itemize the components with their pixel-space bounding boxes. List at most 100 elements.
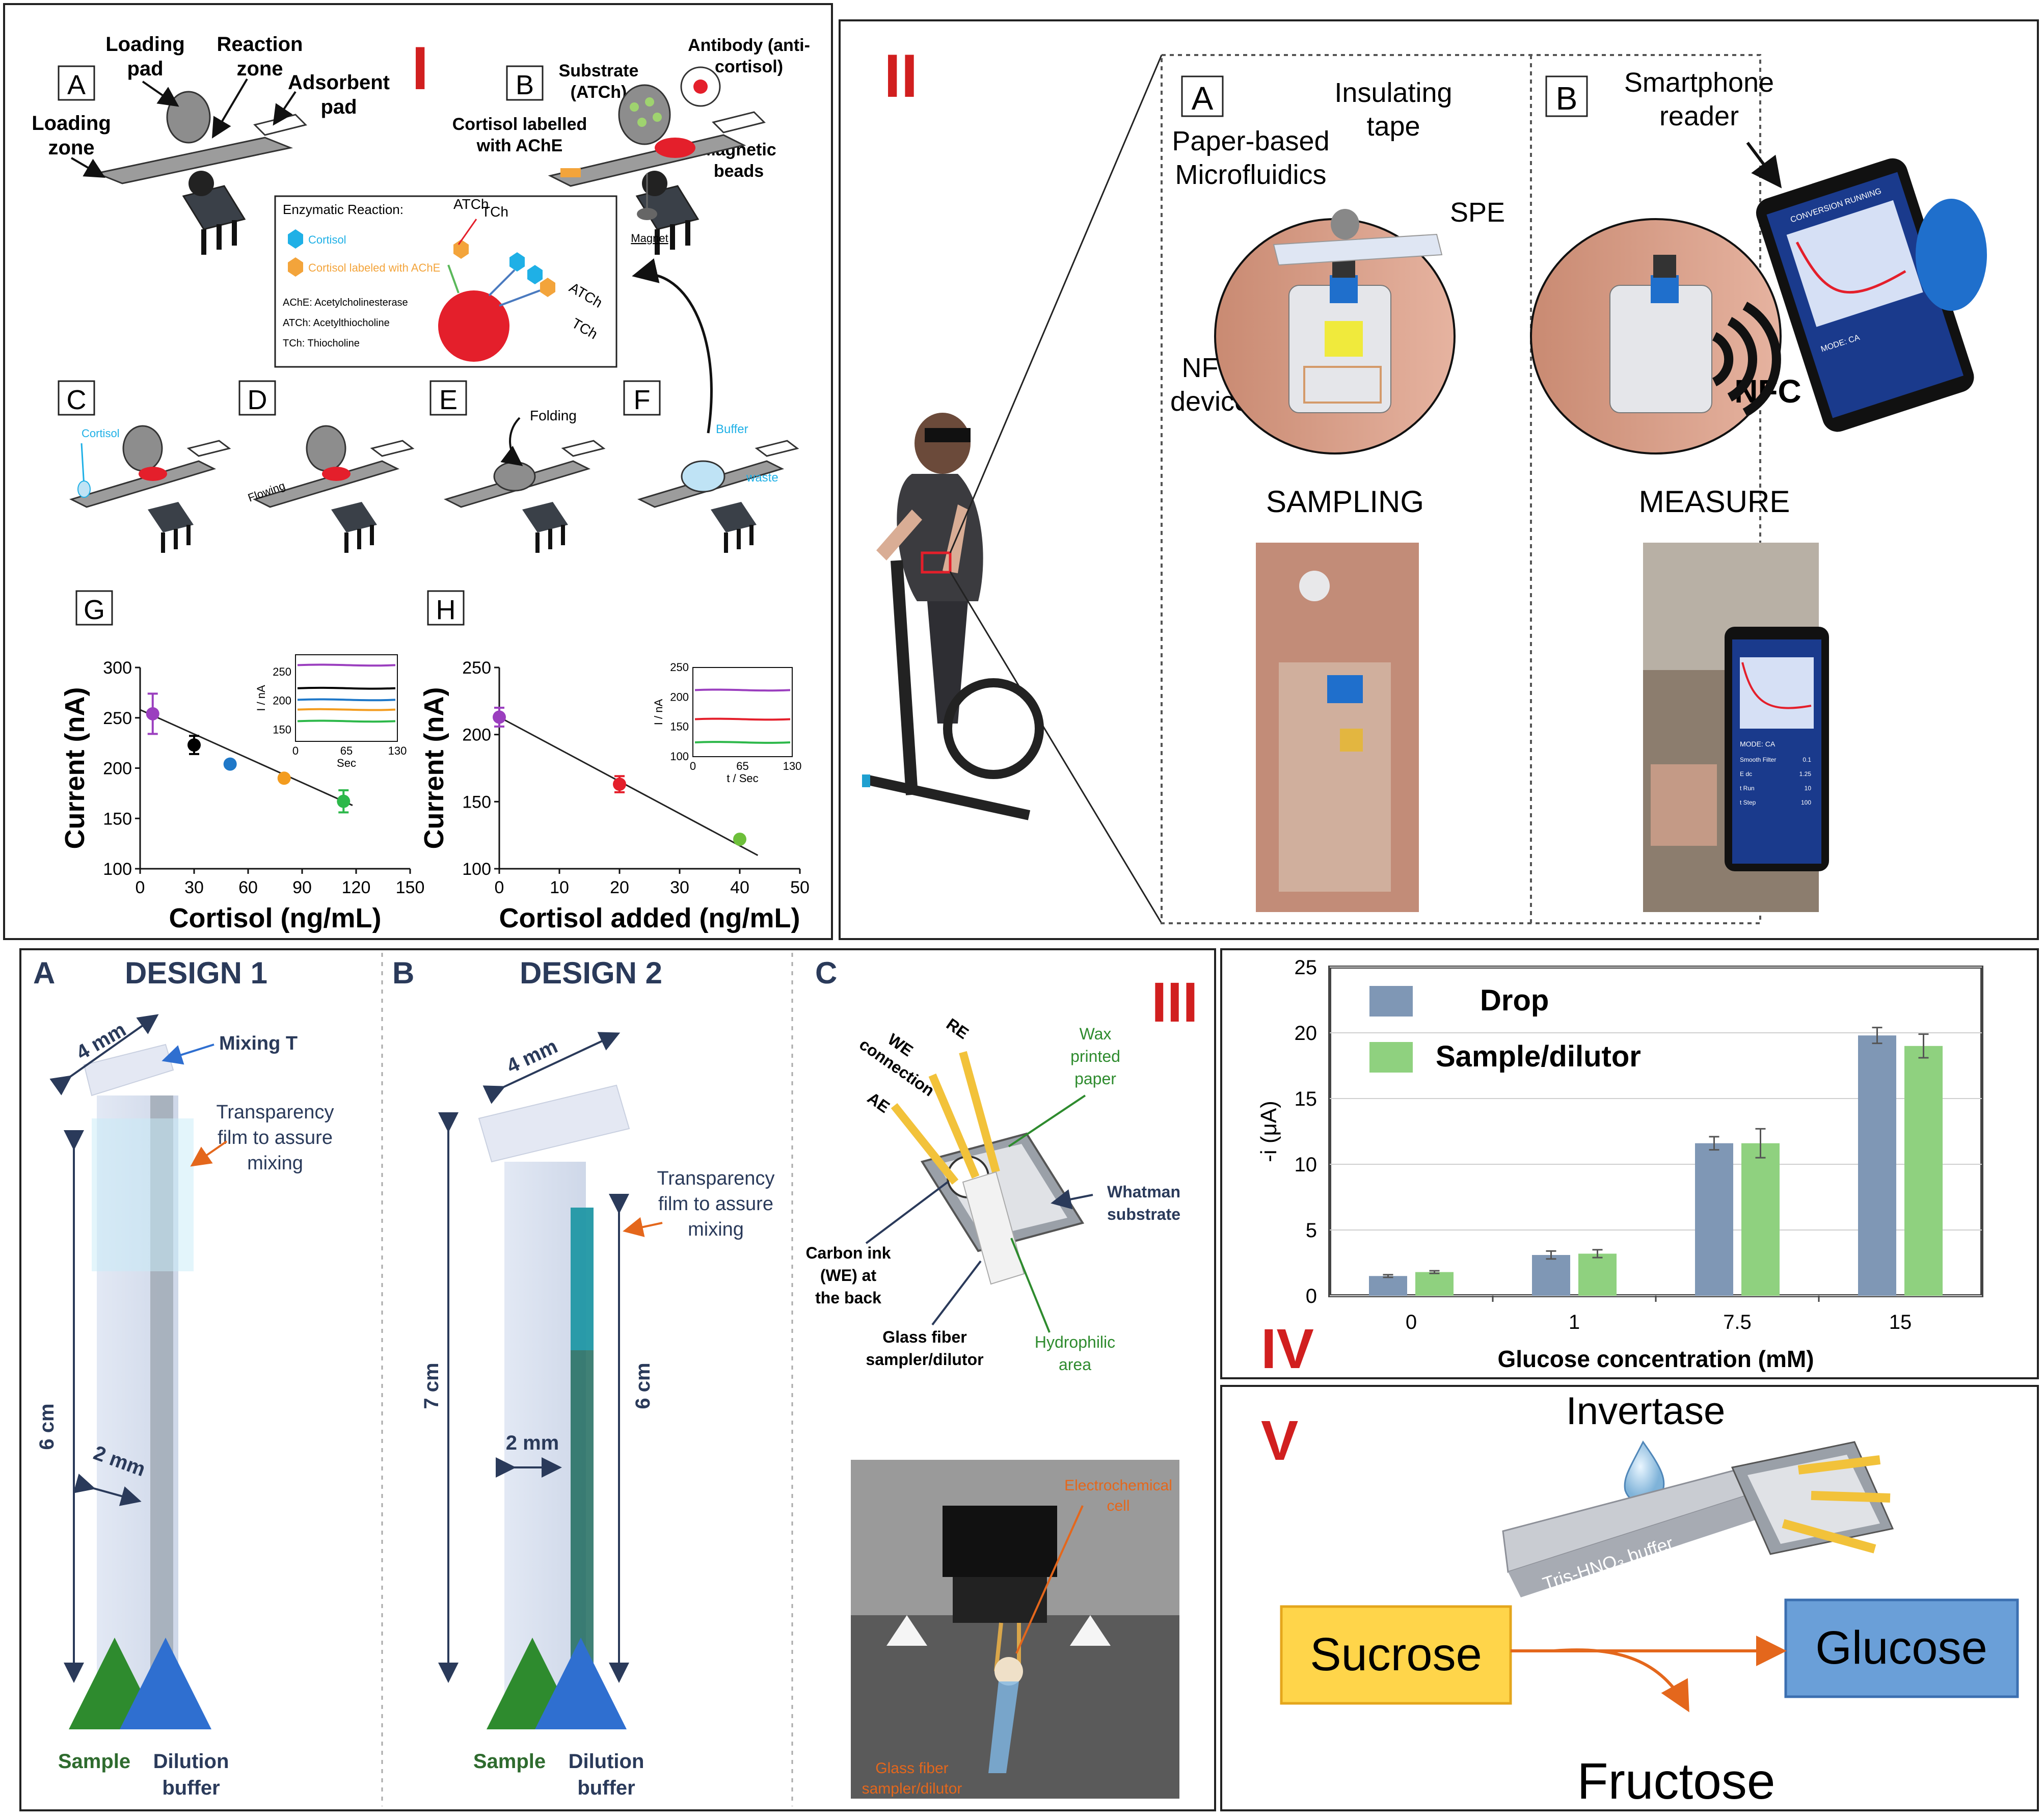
sucrose-box <box>1280 1605 1512 1705</box>
x-tick-label: 40 <box>730 878 749 897</box>
inset-y-tick: 150 <box>273 723 291 736</box>
sub-label-iii-b: B <box>392 956 414 990</box>
panel-v: V Invertase Tris-HNO₃ buffer Sucrose Glu… <box>1220 1385 2039 1811</box>
inset-line <box>297 719 396 723</box>
sub-label-a: A <box>67 70 86 100</box>
sucrose-label: Sucrose <box>1310 1628 1482 1680</box>
sub-label-iii-a: A <box>33 956 55 990</box>
y-tick-label: 250 <box>103 709 132 728</box>
sub-label-e: E <box>439 385 458 415</box>
x-tick-label: 10 <box>550 878 569 897</box>
def-tch: TCh: Thiocholine <box>283 338 360 349</box>
inset-line <box>694 741 791 744</box>
inset-y-tick: 200 <box>670 690 689 703</box>
inset-line <box>297 698 396 702</box>
fructose-label: Fructose <box>1577 1753 1775 1810</box>
atch-top: ATCh <box>453 196 489 212</box>
bar <box>1369 1276 1407 1296</box>
smartphone-icon: CONVERSION RUNNING MODE: CA <box>1756 158 1974 432</box>
device-b: B Substrate(ATCh) Antibody (anti-cortiso… <box>452 36 810 255</box>
y-tick-label: 20 <box>1295 1022 1317 1045</box>
data-point <box>223 757 237 771</box>
inset-y-label: I / nA <box>255 685 267 711</box>
legend-cortisol-ache: Cortisol labeled with AChE <box>308 261 440 274</box>
steps-cdef: C D E F Cortisol <box>58 380 799 553</box>
x-axis-label: Glucose concentration (mM) <box>1497 1346 1814 1372</box>
y-tick-label: 150 <box>462 792 491 812</box>
x-tick-label: 30 <box>184 878 204 897</box>
inset-line <box>694 688 791 692</box>
reaction-title: Enzymatic Reaction: <box>283 202 404 217</box>
data-point <box>733 833 746 846</box>
y-tick-label: 200 <box>462 726 491 745</box>
data-point <box>613 778 626 791</box>
panel-iii-label: III <box>1151 971 1198 1034</box>
invertase-label: Invertase <box>1566 1389 1726 1433</box>
cortisol-drop-label: Cortisol <box>82 427 120 440</box>
inset-frame <box>295 654 398 742</box>
phone-photo-val: 1.25 <box>1799 770 1812 778</box>
design-1-title: DESIGN 1 <box>125 956 267 990</box>
bar <box>1858 1035 1896 1296</box>
inset-x-label: Sec <box>337 757 356 769</box>
x-tick-label: 7.5 <box>1723 1311 1752 1333</box>
y-tick-label: 0 <box>1306 1285 1317 1307</box>
sub-label-h: H <box>436 595 456 625</box>
def-ache: AChE: Acetylcholinesterase <box>283 297 408 308</box>
tch-top: TCh <box>481 204 508 220</box>
sampling-label: SAMPLING <box>1266 485 1424 519</box>
inset-x-tick: 0 <box>690 760 696 772</box>
folding-label: Folding <box>530 408 577 423</box>
waste-label: waste <box>746 471 778 485</box>
inset-y-tick: 250 <box>273 665 291 678</box>
x-tick-label: 0 <box>495 878 504 897</box>
data-point <box>337 794 351 808</box>
bar <box>1532 1255 1570 1296</box>
panel-v-label: V <box>1261 1409 1298 1472</box>
x-tick-label: 15 <box>1889 1311 1912 1333</box>
data-point <box>277 771 291 785</box>
y-tick-label: 100 <box>462 860 491 879</box>
measure-label: MEASURE <box>1639 485 1790 519</box>
data-point <box>493 710 506 724</box>
x-tick-label: 1 <box>1569 1311 1580 1333</box>
d2-6cm-label: 6 cm <box>632 1362 654 1409</box>
fit-line <box>499 716 759 856</box>
chart-h-label-box <box>427 590 465 626</box>
phone-photo-row: Smooth Filter <box>1740 756 1776 763</box>
x-tick-label: 20 <box>610 878 629 897</box>
data-point <box>187 738 201 752</box>
phone-photo-val: 0.1 <box>1803 756 1811 763</box>
y-tick-label: 300 <box>103 658 132 678</box>
enzymatic-reaction-box: Enzymatic Reaction: Cortisol Cortisol la… <box>274 195 617 368</box>
panel-iv-label: IV <box>1261 1318 1314 1380</box>
inset-line <box>297 708 396 711</box>
inset-x-tick: 65 <box>736 760 748 772</box>
panel-iii: III A DESIGN 1 4 mm Mixing T Transparenc… <box>19 948 1216 1811</box>
sub-label-ii-b: B <box>1556 80 1578 117</box>
bar <box>1415 1272 1454 1296</box>
y-axis-label: Current (nA) <box>419 687 449 849</box>
inset-x-tick: 130 <box>388 744 407 757</box>
bar <box>1741 1143 1780 1296</box>
legend-cortisol: Cortisol <box>308 233 346 246</box>
x-tick-label: 120 <box>342 878 371 897</box>
d1-6cm-label: 6 cm <box>36 1403 58 1450</box>
y-tick-label: 15 <box>1295 1088 1317 1110</box>
